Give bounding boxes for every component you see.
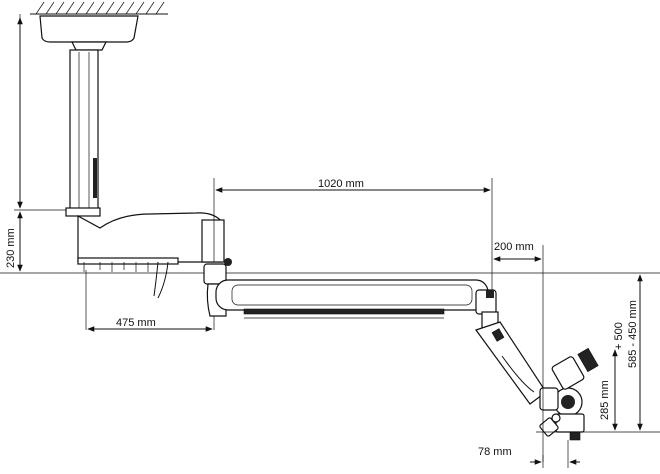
microscope-head (539, 347, 599, 441)
ceiling-hatch (30, 1, 168, 15)
dim-label-585-450: 585 - 450 mm (627, 300, 639, 368)
dim-label-1020: 1020 mm (318, 178, 364, 190)
dim-label-475: 475 mm (116, 317, 156, 329)
ceiling-mount (39, 15, 139, 51)
vertical-column (65, 49, 101, 217)
spring-arm (215, 279, 497, 319)
extension-lines (14, 14, 569, 468)
dim-label-plus-500: + 500 (613, 322, 625, 350)
dim-label-200: 200 mm (494, 241, 534, 253)
dimension-lines (17, 17, 643, 465)
suspension-arm (475, 311, 547, 405)
column-head (77, 212, 232, 299)
dim-label-78: 78 mm (478, 446, 512, 458)
dim-label-230: 230 mm (5, 228, 17, 268)
dim-label-285: 285 mm (599, 380, 611, 420)
